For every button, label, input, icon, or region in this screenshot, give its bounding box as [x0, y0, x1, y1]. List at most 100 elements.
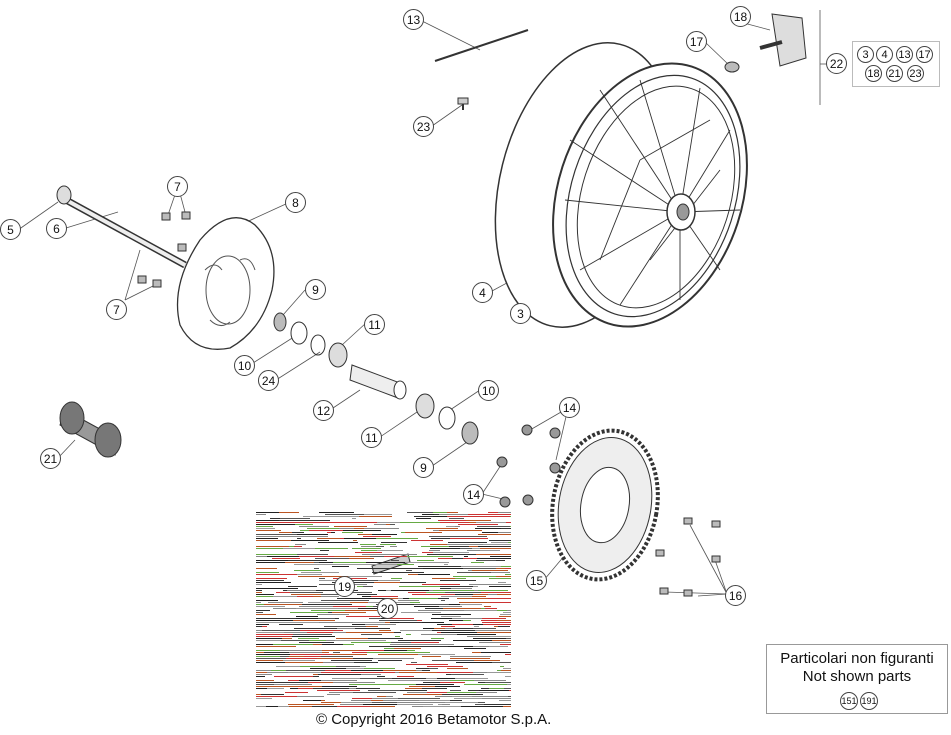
chain-stripe: [356, 688, 380, 689]
chain-stripe: [359, 672, 395, 673]
chain-stripe: [437, 672, 473, 673]
chain-stripe: [256, 676, 265, 677]
chain-stripe: [429, 668, 438, 669]
chain-stripe: [468, 514, 489, 515]
label-13: 13: [403, 9, 424, 30]
chain-stripe: [279, 520, 313, 521]
chain-stripe: [300, 666, 336, 667]
chain-stripe: [468, 570, 472, 571]
chain-stripe: [368, 638, 403, 639]
chain-stripe: [369, 618, 381, 619]
chain-stripe: [373, 658, 414, 659]
chain-stripe: [413, 562, 449, 563]
chain-stripe: [350, 602, 368, 603]
chain-stripe: [411, 642, 439, 643]
chain-stripe: [365, 624, 396, 625]
chain-stripe: [378, 590, 386, 591]
chain-stripe: [321, 600, 357, 601]
chain-stripe: [431, 618, 452, 619]
chain-stripe: [433, 516, 447, 517]
chain-stripe: [498, 512, 511, 513]
chain-stripe: [360, 544, 376, 545]
chain-stripe: [484, 704, 511, 705]
copyright-text: © Copyright 2016 Betamotor S.p.A.: [316, 711, 552, 728]
chain-stripe: [388, 680, 421, 681]
chain-stripe: [461, 706, 503, 707]
chain-stripe: [446, 526, 455, 527]
chain-stripe: [440, 682, 465, 683]
chain-stripe: [256, 644, 273, 645]
chain-stripe: [270, 518, 280, 519]
chain-stripe: [473, 672, 487, 673]
sprocket-nuts-part: [496, 424, 561, 508]
chain-stripe: [473, 628, 496, 629]
label-24: 24: [258, 370, 279, 391]
chain-stripe: [256, 622, 264, 623]
chain-stripe: [371, 596, 398, 597]
chain-stripe: [262, 626, 267, 627]
chain-stripe: [505, 568, 511, 569]
chain-stripe: [318, 674, 361, 675]
chain-stripe: [442, 554, 476, 555]
chain-stripe: [382, 668, 395, 669]
chain-stripe: [276, 666, 300, 667]
chain-stripe: [487, 672, 511, 673]
chain-stripe: [377, 696, 386, 697]
spoke-part: [434, 29, 529, 62]
chain-stripe: [501, 670, 511, 671]
chain-stripe: [406, 570, 412, 571]
chain-stripe: [472, 570, 508, 571]
chain-stripe: [299, 680, 321, 681]
chain-stripe: [256, 688, 267, 689]
chain-stripe: [441, 626, 455, 627]
chain-stripe: [313, 674, 318, 675]
chain-stripe: [288, 680, 299, 681]
chain-stripe: [405, 532, 442, 533]
chain-stripe: [309, 530, 343, 531]
chain-stripe: [397, 564, 410, 565]
chain-stripe: [377, 522, 400, 523]
chain-stripe: [291, 540, 308, 541]
chain-stripe: [256, 662, 285, 663]
chain-stripe: [418, 654, 455, 655]
chain-stripe: [411, 662, 417, 663]
chain-stripe: [485, 554, 511, 555]
chain-stripe: [256, 562, 285, 563]
chain-stripe: [331, 660, 360, 661]
chain-stripe: [472, 652, 481, 653]
chain-stripe: [422, 656, 441, 657]
chain-stripe: [450, 658, 490, 659]
label-12: 12: [313, 400, 334, 421]
chain-stripe: [447, 544, 483, 545]
chain-stripe: [345, 598, 388, 599]
chain-stripe: [510, 630, 511, 631]
chain-stripe: [447, 516, 465, 517]
chain-stripe: [337, 598, 345, 599]
chain-stripe: [279, 512, 292, 513]
chain-stripe: [458, 524, 498, 525]
chain-stripe: [469, 522, 476, 523]
chain-stripe: [452, 624, 473, 625]
label-7-bottom: 7: [106, 299, 127, 320]
chain-stripe: [327, 604, 352, 605]
chain-stripe: [317, 516, 359, 517]
chain-stripe: [433, 530, 439, 531]
rim-lock-part: [759, 13, 807, 67]
chain-stripe: [361, 550, 377, 551]
chain-stripe: [287, 590, 316, 591]
chain-stripe: [409, 686, 435, 687]
chain-stripe: [256, 604, 264, 605]
chain-stripe: [429, 536, 452, 537]
chain-stripe: [433, 552, 469, 553]
chain-stripe: [256, 582, 291, 583]
chain-stripe: [256, 646, 296, 647]
chain-stripe: [353, 692, 396, 693]
chain-stripe: [314, 568, 319, 569]
chain-stripe: [313, 688, 349, 689]
chain-stripe: [268, 602, 303, 603]
chain-stripe: [432, 660, 470, 661]
chain-stripe: [256, 630, 262, 631]
chain-stripe: [434, 628, 445, 629]
chain-stripe: [348, 576, 382, 577]
chain-stripe: [358, 608, 381, 609]
